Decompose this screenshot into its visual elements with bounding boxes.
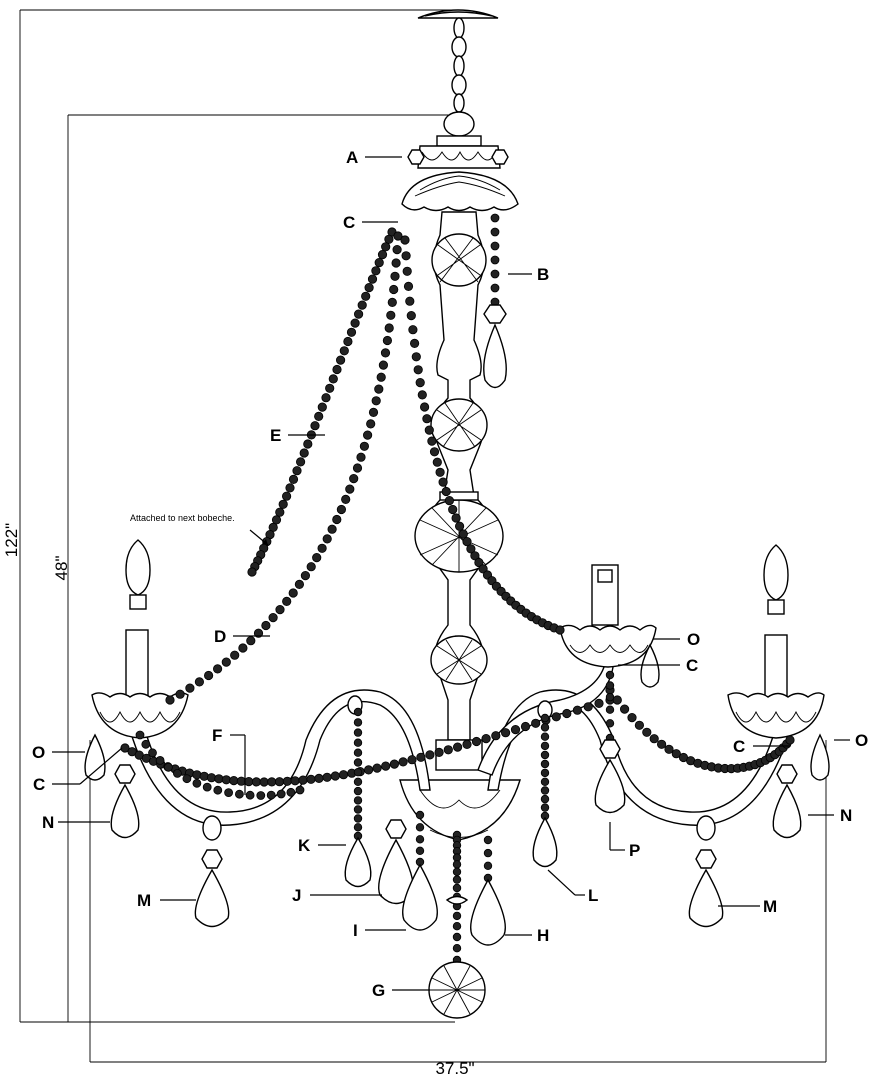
part-labels: A C B E D O C O F C O C N N P K L J M M … xyxy=(32,148,868,1000)
label-a: A xyxy=(346,148,358,167)
label-g: G xyxy=(372,981,385,1000)
label-k: K xyxy=(298,836,311,855)
crystal-prisms xyxy=(84,304,830,1019)
label-h: H xyxy=(537,926,549,945)
dimension-body-height: 48" xyxy=(52,556,71,581)
right-candle xyxy=(763,544,789,701)
label-n-left: N xyxy=(42,813,54,832)
label-c-left: C xyxy=(33,775,45,794)
label-b: B xyxy=(537,265,549,284)
label-o-left: O xyxy=(32,743,45,762)
label-c-right: C xyxy=(733,737,745,756)
lower-bowl xyxy=(399,779,521,841)
right-bobeche xyxy=(727,692,825,739)
center-bobeche xyxy=(559,624,657,668)
chain xyxy=(443,17,475,137)
center-candle xyxy=(591,564,619,626)
dimension-overall-height: 122" xyxy=(2,523,21,557)
label-j: J xyxy=(292,886,301,905)
leader-lines xyxy=(52,156,850,991)
label-m-left: M xyxy=(137,891,151,910)
label-c-top: C xyxy=(343,213,355,232)
left-candle xyxy=(125,539,151,701)
crown-ring xyxy=(407,135,509,169)
label-o-center: O xyxy=(687,630,700,649)
label-p: P xyxy=(629,841,640,860)
label-m-right: M xyxy=(763,897,777,916)
label-n-right: N xyxy=(840,806,852,825)
central-column xyxy=(414,211,504,771)
label-e: E xyxy=(270,426,281,445)
dimension-lines xyxy=(19,9,827,1063)
label-o-right: O xyxy=(855,731,868,750)
label-l: L xyxy=(588,886,598,905)
label-c-center: C xyxy=(686,656,698,675)
note-attached: Attached to next bobeche. xyxy=(130,513,235,523)
dimension-width: 37.5" xyxy=(435,1059,474,1074)
label-f: F xyxy=(212,726,222,745)
label-i: I xyxy=(353,921,358,940)
canopy xyxy=(417,9,499,19)
label-d: D xyxy=(214,627,226,646)
upper-bowl xyxy=(401,171,519,212)
